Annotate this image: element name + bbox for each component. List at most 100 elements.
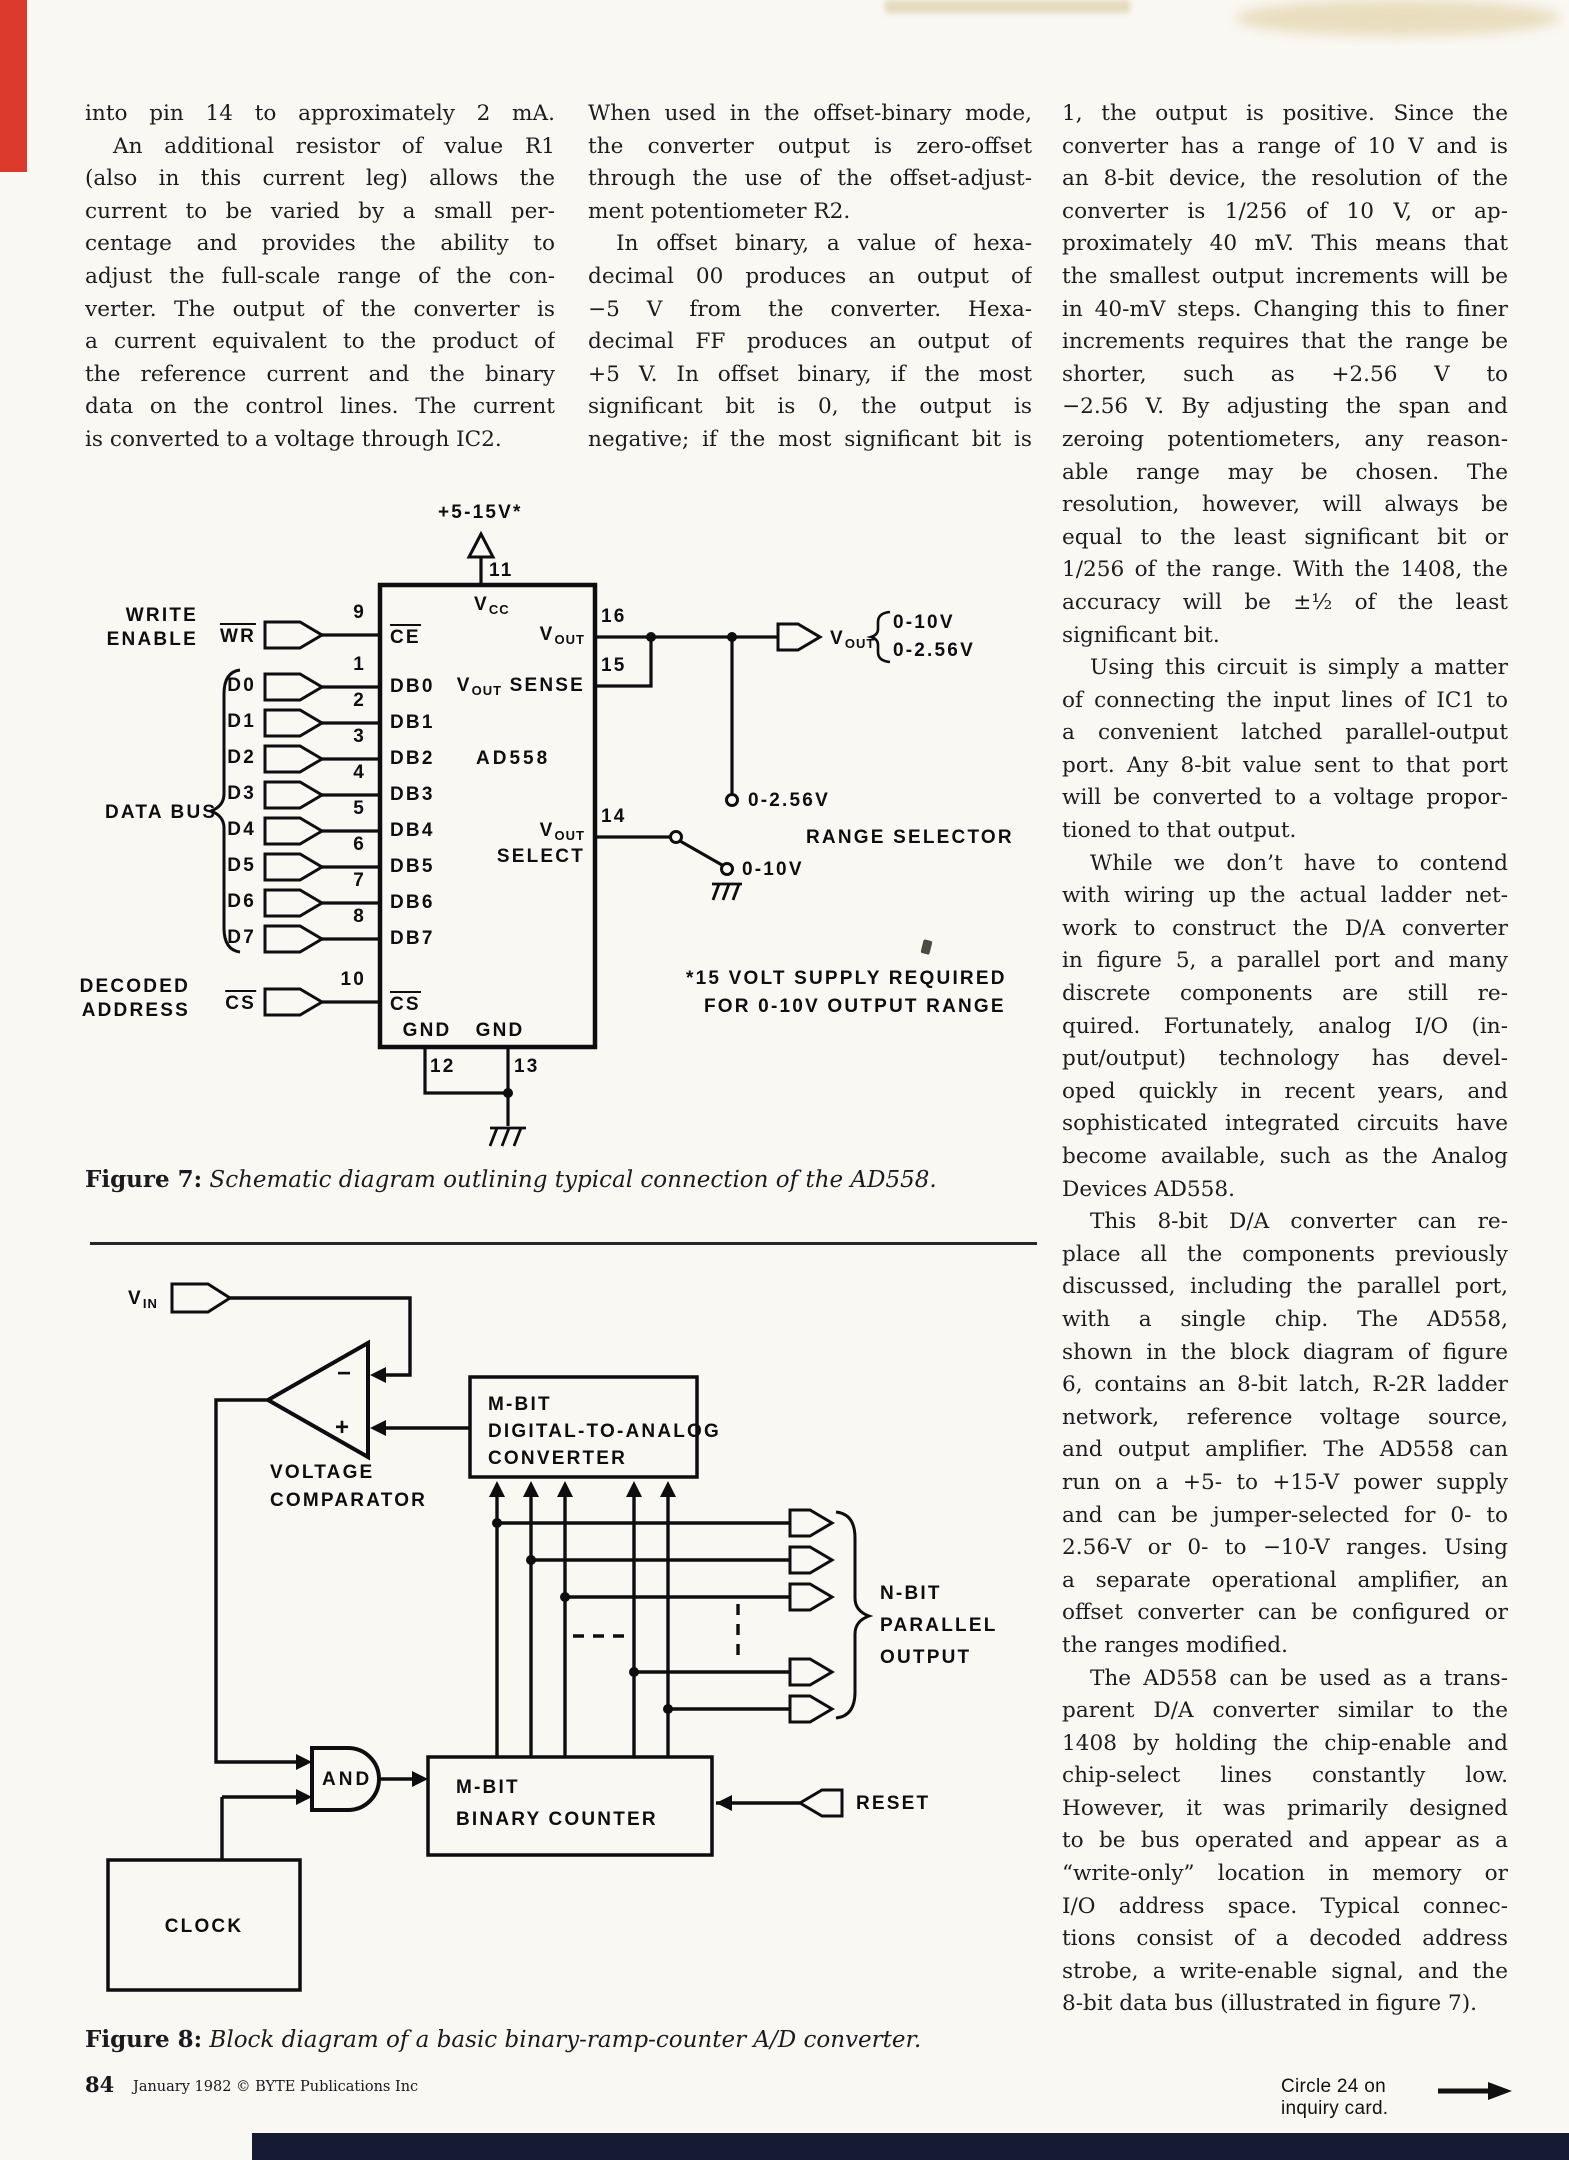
scan-smudge [885, 0, 1130, 13]
text-line: +5 V. In offset binary, if the most [588, 361, 1032, 387]
text-line: a separate operational amplifier, an [1062, 1567, 1508, 1593]
arrowheads [296, 1367, 732, 1811]
clock-label: CLOCK [164, 1916, 244, 1937]
text-line: While we don’t have to contend [1090, 850, 1508, 876]
pin-number-12: 12 [430, 1056, 456, 1077]
text-line: shorter, such as +2.56 V to [1062, 361, 1508, 387]
write-enable-label: ENABLE [106, 629, 198, 650]
publication-credit: January 1982 © BYTE Publications Inc [133, 2079, 419, 2095]
text-line: This 8-bit D/A converter can re- [1090, 1209, 1508, 1235]
fig8-wires [214, 1296, 800, 1860]
text-line: tions consist of a decoded address [1062, 1926, 1508, 1952]
text-line: offset converter can be configured or [1062, 1600, 1508, 1626]
arrowhead [557, 1481, 573, 1497]
text-line: network, reference voltage source, [1062, 1404, 1508, 1430]
figure7-schematic [206, 530, 891, 1147]
output-range-label: 0-2.56V [893, 640, 975, 661]
pin-label: CE [390, 624, 421, 649]
output-buffer-icon [788, 1694, 835, 1724]
comparator-triangle [263, 1339, 370, 1461]
text-line: accuracy will be ±½ of the least [1062, 589, 1508, 615]
bus-signal-label: D6 [227, 891, 256, 912]
signal-buffer-icon [263, 780, 325, 810]
inquiry-arrow-icon [1438, 2082, 1512, 2100]
nbit-output-label: OUTPUT [880, 1647, 972, 1668]
text-line: strobe, a write-enable signal, and the [1062, 1958, 1508, 1984]
junction-dot [503, 1088, 513, 1098]
ground-icon [488, 1126, 526, 1147]
clock-box [106, 1858, 302, 1992]
nbit-output-label: N-BIT [880, 1583, 942, 1604]
pin-number-16: 16 [601, 606, 627, 627]
vout-select-pin-label: SELECT [496, 846, 585, 867]
output-brace-icon [835, 1510, 874, 1720]
text-line: work to construct the D/A converter [1062, 915, 1508, 941]
counter-label: BINARY COUNTER [456, 1809, 658, 1830]
text-line: 6, contains an 8-bit latch, R-2R ladder [1062, 1372, 1508, 1398]
vout-buffer-icon [776, 622, 823, 652]
text-line: ment potentiometer R2. [588, 198, 851, 224]
text-line: discussed, including the parallel port, [1062, 1274, 1508, 1300]
supply-arrow-icon [466, 530, 496, 559]
text-line: and output amplifier. The AD558 can [1062, 1437, 1508, 1463]
signal-buffer-icon [263, 816, 325, 846]
data-bus-label: DATA BUS [105, 802, 218, 823]
text-line: into pin 14 to approximately 2 mA. [85, 101, 555, 126]
pin-number-15: 15 [601, 655, 627, 676]
text-line: 2.56-V or 0- to −10-V ranges. Using [1062, 1535, 1508, 1561]
text-line: equal to the least significant bit or [1062, 524, 1508, 550]
text-line: 1/256 of the range. With the 1408, the [1062, 557, 1508, 583]
text-line: chip-select lines constantly low. [1062, 1763, 1508, 1789]
text-line: proximately 40 mV. This means that [1062, 231, 1508, 257]
text-line: (also in this current leg) allows the [85, 166, 555, 192]
figure7-caption: Figure 7: Schematic diagram outlining ty… [85, 1166, 937, 1193]
ground-icon [711, 882, 742, 901]
pin-label: DB5 [390, 856, 435, 877]
text-line: significant bit is 0, the output is [588, 394, 1032, 420]
text-line: Devices AD558. [1062, 1176, 1236, 1202]
text-line: converter has a range of 10 V and is [1062, 133, 1508, 159]
text-line: converter is 1/256 of 10 V, or ap- [1062, 198, 1508, 224]
pin-number: 9 [353, 602, 366, 623]
signal-buffer-icon [263, 744, 325, 774]
arrowhead [626, 1481, 642, 1497]
text-line: An additional resistor of value R1 [113, 133, 555, 159]
pin-number: 3 [353, 726, 366, 747]
nbit-output-label: PARALLEL [880, 1615, 998, 1636]
junction-dot [492, 1518, 502, 1528]
pin-number: 7 [353, 870, 366, 891]
text-line: The AD558 can be used as a trans- [1090, 1665, 1508, 1691]
pin-number: 1 [353, 654, 366, 675]
range-brace-icon [866, 610, 891, 664]
text-line: In offset binary, a value of hexa- [616, 231, 1032, 257]
text-line: I/O address space. Typical connec- [1062, 1893, 1508, 1919]
text-line: sophisticated integrated circuits have [1062, 1111, 1508, 1137]
signal-buffer-icon [263, 888, 325, 918]
pin-number: 5 [353, 798, 366, 819]
gnd-pin-label: GND [475, 1020, 525, 1041]
plus-input-label: + [335, 1414, 352, 1441]
text-line: the smallest output increments will be [1062, 263, 1508, 289]
counter-box [426, 1755, 714, 1857]
text-column-1: into pin 14 to approximately 2 mA. An add… [85, 98, 555, 457]
pin-label: DB2 [390, 748, 435, 769]
reset-buffer-icon [797, 1788, 844, 1818]
signal-buffer-icon [263, 708, 325, 738]
pin-label: DB7 [390, 928, 435, 949]
section-rule [90, 1242, 1037, 1245]
vout-pin-label: VOUT [539, 624, 585, 647]
data-bus-brace-icon [206, 668, 241, 954]
page-edge-red-tab [0, 0, 27, 172]
counter-label: M-BIT [456, 1777, 520, 1798]
text-line: put/output) technology has devel- [1062, 1046, 1508, 1072]
bus-signal-label: D2 [227, 747, 256, 768]
text-line: However, it was primarily designed [1062, 1795, 1508, 1821]
pin-label: DB0 [390, 676, 435, 697]
write-enable-label: WRITE [125, 605, 198, 626]
text-line: to be bus operated and appear as a [1062, 1828, 1508, 1854]
pin-number-13: 13 [514, 1056, 540, 1077]
vcc-label: VCC [474, 594, 510, 617]
bus-signal-label: D0 [227, 675, 256, 696]
text-line: is converted to a voltage through IC2. [85, 426, 502, 452]
text-line: Using this circuit is simply a matter [1090, 655, 1508, 681]
